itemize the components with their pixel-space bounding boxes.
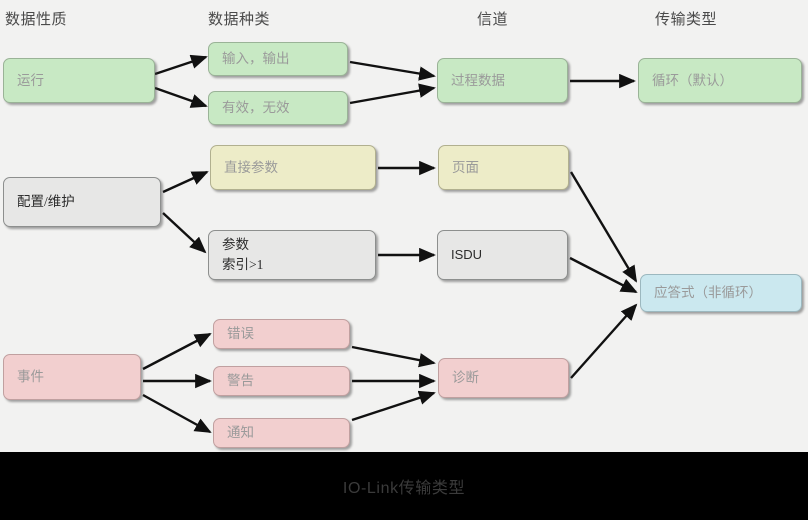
diagram-canvas: 数据性质 数据种类 信道 传输类型 运行 输入，输出有效，无效 过程数据 循环（默认） 配置/… [3,12,802,448]
node-label-valid-invalid: 有效，无效 [222,100,290,116]
edge-valid-invalid-to-process-data [349,83,436,105]
node-acyclic[interactable]: 应答式（非循环） [640,274,802,312]
node-input-output[interactable]: 输入，输出 [208,42,348,76]
node-label-param-index: 参数 索引>1 [222,237,264,272]
edge-operation-to-input-output [154,54,208,76]
node-diagnosis[interactable]: 诊断 [438,358,569,398]
edge-notification-to-diagnosis [351,390,436,422]
node-label-page: 页面 [452,159,479,175]
node-cyclic-default[interactable]: 循环（默认） [638,58,802,103]
node-label-diagnosis: 诊断 [452,370,479,386]
node-label-operation: 运行 [17,72,44,88]
node-label-input-output: 输入，输出 [222,51,290,67]
node-warning[interactable]: 警告 [213,366,350,396]
node-process-data[interactable]: 过程数据 [437,58,568,103]
node-isdu[interactable]: ISDU [437,230,568,280]
node-label-notification: 通知 [227,425,254,441]
node-event[interactable]: 事件 [3,354,141,400]
node-label-direct-param: 直接参数 [224,159,278,175]
edge-config-maint-to-param-index [162,212,207,254]
node-direct-param[interactable]: 直接参数 [210,145,376,190]
node-error[interactable]: 错误 [213,319,350,349]
edge-operation-to-valid-invalid [154,86,208,108]
node-label-event: 事件 [17,369,44,385]
caption-bar: IO-Link传输类型 [0,452,808,520]
edge-layer [142,54,638,434]
node-config-maint[interactable]: 配置/维护 [3,177,161,227]
edge-diagnosis-to-acyclic [570,303,638,379]
node-label-isdu: ISDU [451,246,483,262]
column-header-data-kind: 数据种类 [208,12,271,28]
node-operation[interactable]: 运行 [3,58,155,103]
node-label-warning: 警告 [227,373,254,389]
node-label-process-data: 过程数据 [451,72,505,88]
edge-input-output-to-process-data [349,60,436,81]
edge-event-to-notification [142,393,212,434]
diagram-caption: IO-Link传输类型 [342,480,466,497]
node-page[interactable]: 页面 [438,145,569,190]
node-label-config-maint: 配置/维护 [17,194,75,210]
edge-error-to-diagnosis [351,345,436,368]
edge-event-to-error [142,332,212,371]
node-param-index[interactable]: 参数 索引>1 [208,230,376,280]
node-label-acyclic: 应答式（非循环） [654,285,762,301]
node-valid-invalid[interactable]: 有效，无效 [208,91,348,125]
node-notification[interactable]: 通知 [213,418,350,448]
column-header-transfer-type: 传输类型 [655,12,718,28]
column-header-data-nature: 数据性质 [5,12,68,28]
node-label-error: 错误 [227,326,254,342]
edge-config-maint-to-direct-param [162,170,209,194]
node-label-cyclic-default: 循环（默认） [652,72,733,88]
edge-isdu-to-acyclic [569,256,638,294]
edge-page-to-acyclic [569,171,638,283]
column-header-channel: 信道 [477,12,509,28]
